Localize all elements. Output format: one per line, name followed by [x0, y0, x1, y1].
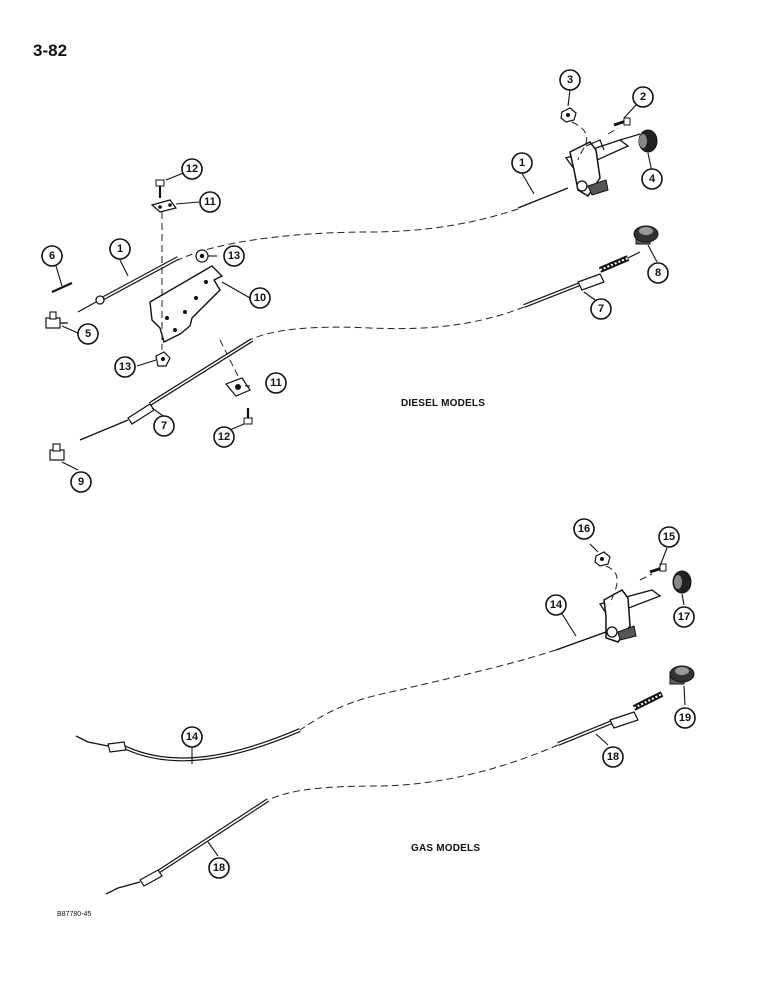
svg-text:7: 7: [598, 303, 604, 315]
callout-15: 15: [658, 526, 680, 548]
diesel-upper-cable-rod-right: [517, 187, 569, 209]
callout-6: 6: [41, 245, 63, 267]
diesel-lower-clamp-bolt: [243, 408, 253, 425]
svg-text:19: 19: [679, 712, 691, 724]
diesel-lower-cable-clamp: [224, 377, 251, 397]
callout-1-left: 1: [109, 238, 131, 260]
svg-text:10: 10: [254, 292, 266, 304]
diesel-lower-bracket-nut: [155, 351, 171, 367]
diesel-throttle-lever-assembly: [564, 133, 641, 198]
svg-text:1: 1: [117, 243, 123, 255]
svg-text:14: 14: [186, 731, 199, 743]
svg-text:5: 5: [85, 328, 91, 340]
svg-text:12: 12: [186, 163, 198, 175]
svg-text:16: 16: [578, 523, 590, 535]
diesel-mounting-bracket: [149, 265, 224, 344]
callout-11-upper: 11: [199, 191, 221, 213]
callout-4: 4: [641, 168, 663, 190]
svg-text:4: 4: [649, 173, 656, 185]
svg-text:17: 17: [678, 611, 690, 623]
svg-text:13: 13: [228, 250, 240, 262]
gas-throttle-cable-right: [555, 631, 607, 651]
callout-11-lower: 11: [265, 372, 287, 394]
callout-19: 19: [674, 707, 696, 729]
gas-choke-cable-left: [105, 798, 270, 895]
callout-8: 8: [647, 262, 669, 284]
svg-text:18: 18: [213, 862, 225, 874]
svg-text:7: 7: [161, 420, 167, 432]
callout-12-upper: 12: [181, 158, 203, 180]
reference-code: B87780-45: [57, 911, 92, 918]
callout-13-upper: 13: [223, 245, 245, 267]
callout-14-upper: 14: [545, 594, 567, 616]
leader-lines: [55, 89, 686, 857]
gas-throttle-lever-assembly: [598, 589, 662, 643]
diesel-lower-clamp-dashed-axis: [219, 339, 241, 381]
callout-5: 5: [77, 323, 99, 345]
gas-choke-cable-dashed-run: [267, 744, 559, 801]
svg-text:11: 11: [270, 377, 282, 389]
gas-throttle-cable-left: [75, 728, 301, 762]
gas-screw-dashed-path: [639, 573, 653, 581]
diesel-upper-bracket-nut: [195, 249, 209, 263]
diesel-shutoff-knob: [633, 225, 659, 245]
gas-lever-nut: [594, 551, 611, 567]
gas-lever-screw: [649, 563, 667, 574]
diesel-lower-cable-dashed-run: [249, 306, 525, 341]
svg-text:9: 9: [78, 476, 84, 488]
diesel-lever-nut: [560, 107, 577, 123]
callout-18-left: 18: [208, 857, 230, 879]
svg-text:2: 2: [640, 91, 646, 103]
svg-text:13: 13: [119, 361, 131, 373]
svg-text:3: 3: [567, 74, 573, 86]
diesel-lever-knob: [638, 129, 658, 153]
gas-throttle-cable-dashed-run: [299, 649, 557, 731]
callout-18-right: 18: [602, 746, 624, 768]
callout-7-left: 7: [153, 415, 175, 437]
svg-text:6: 6: [49, 250, 55, 262]
diesel-upper-cable-clamp: [150, 199, 178, 213]
diesel-lever-screw: [613, 117, 631, 127]
diesel-cotter-pin: [51, 281, 73, 294]
callout-10: 10: [249, 287, 271, 309]
callout-2: 2: [632, 86, 654, 108]
diesel-models-label: DIESEL MODELS: [401, 398, 486, 409]
callout-12-lower: 12: [213, 426, 235, 448]
svg-text:12: 12: [218, 431, 230, 443]
callout-16: 16: [573, 518, 595, 540]
callout-17: 17: [673, 606, 695, 628]
gas-nut-dashed-path: [605, 565, 618, 605]
svg-text:8: 8: [655, 267, 661, 279]
callout-1-upper: 1: [511, 152, 533, 174]
svg-text:14: 14: [550, 599, 563, 611]
callout-7-right: 7: [590, 298, 612, 320]
diesel-upper-cable-dashed-run: [177, 208, 519, 261]
screw-dashed-path: [607, 127, 619, 135]
callout-9: 9: [70, 471, 92, 493]
gas-lever-knob: [672, 570, 692, 594]
diesel-lower-swivel-fitting: [49, 443, 65, 461]
callout-14-left: 14: [181, 726, 203, 748]
gas-choke-knob: [669, 665, 695, 685]
diesel-lower-cable-left: [79, 338, 254, 441]
diesel-upper-clamp-bolt: [155, 179, 165, 198]
gas-choke-cable-right: [557, 691, 664, 746]
page-number: 3-82: [33, 41, 68, 60]
svg-text:11: 11: [204, 196, 216, 208]
diesel-lower-cable-right: [523, 251, 641, 308]
svg-text:15: 15: [663, 531, 675, 543]
nut-dashed-path: [571, 121, 588, 161]
svg-text:1: 1: [519, 157, 525, 169]
svg-text:18: 18: [607, 751, 619, 763]
gas-models-label: GAS MODELS: [411, 843, 481, 854]
diesel-swivel-fitting: [45, 311, 68, 329]
callout-13-lower: 13: [114, 356, 136, 378]
callout-3: 3: [559, 69, 581, 91]
